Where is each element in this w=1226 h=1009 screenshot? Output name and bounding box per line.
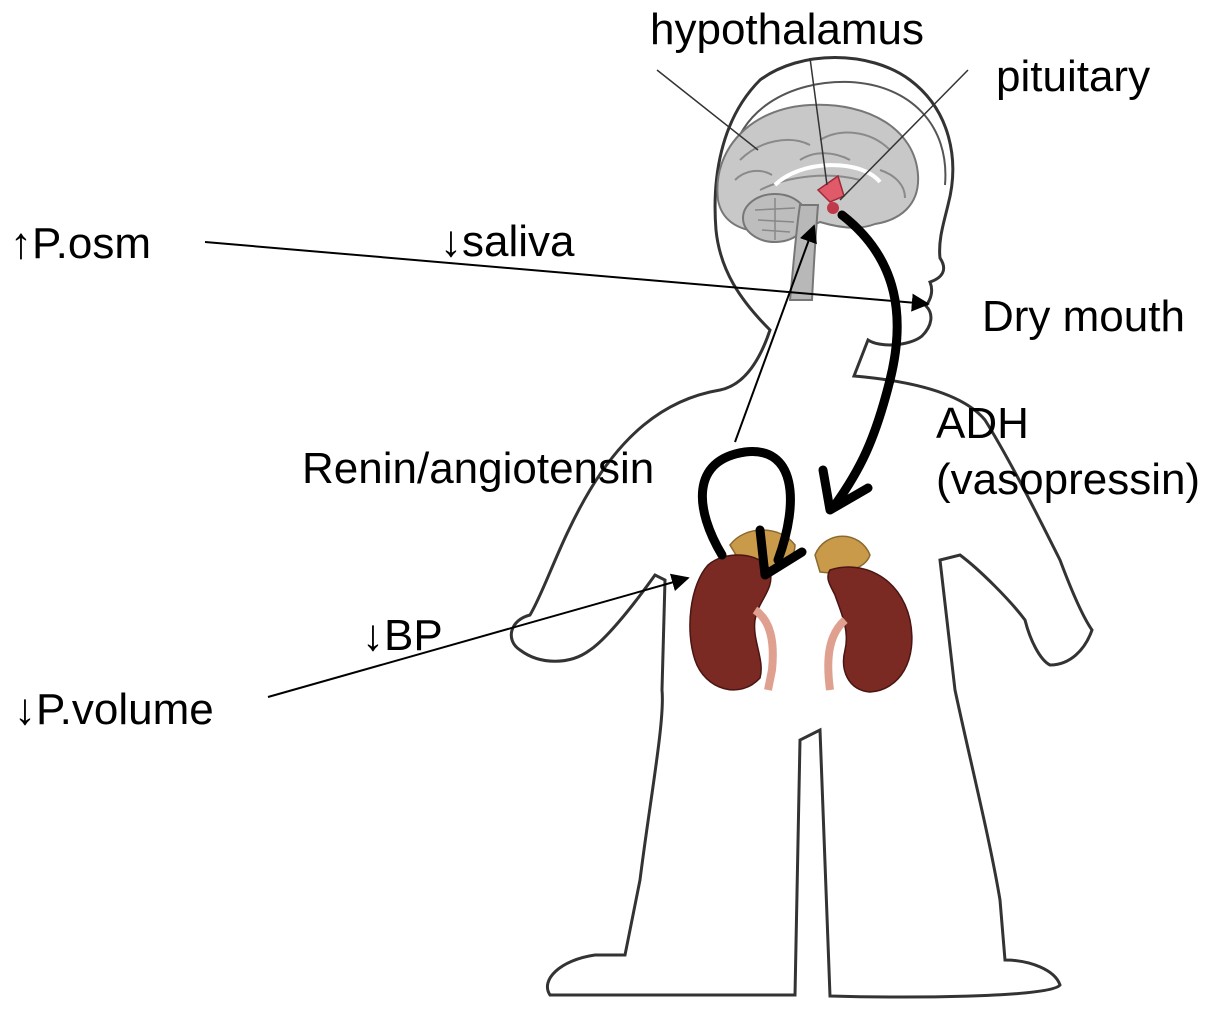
- renin-label: Renin/angiotensin: [302, 447, 654, 491]
- vasopressin-label: (vasopressin): [936, 458, 1200, 502]
- pvolume-label: ↓P.volume: [14, 688, 214, 732]
- hypothalamus-label: hypothalamus: [650, 8, 924, 52]
- posm-label: ↑P.osm: [10, 222, 151, 266]
- pvolume-arrow: [268, 578, 688, 697]
- dry-mouth-label: Dry mouth: [982, 295, 1185, 339]
- adh-label: ADH: [936, 402, 1029, 446]
- pituitary-gland: [827, 202, 839, 214]
- bp-label: ↓BP: [362, 614, 443, 658]
- pituitary-label: pituitary: [996, 55, 1150, 99]
- saliva-label: ↓saliva: [440, 220, 575, 264]
